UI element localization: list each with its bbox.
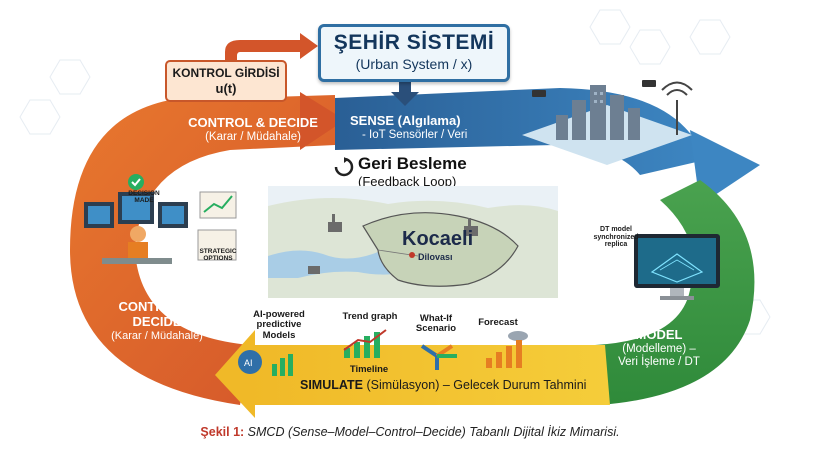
strategic-options-label: STRATEGIC OPTIONS [199, 248, 237, 263]
sim-trend-label: Trend graph [342, 311, 398, 322]
caption-label: Şekil 1: [200, 425, 245, 439]
control-top-subtitle: (Karar / Müdahale) [205, 130, 301, 143]
simulate-label: SIMULATE (Simülasyon) – Gelecek Durum Ta… [300, 378, 586, 392]
ai-brain-icon: AI [238, 350, 293, 376]
whatif-arrows-icon [420, 344, 457, 370]
kocaeli-region [362, 212, 519, 287]
control-input-arrow [225, 33, 318, 60]
model-line3: Veri İşleme / DT [618, 356, 700, 369]
feedback-subtitle: (Feedback Loop) [358, 174, 457, 189]
simulate-description: (Simülasyon) – Gelecek Durum Tahmini [362, 378, 587, 392]
model-line2: (Modelleme) – [622, 342, 696, 355]
sense-label: SENSE (Algılama) - IoT Sensörler / Veri [350, 113, 510, 142]
control-input-box: KONTROL GİRDİSİ u(t) [165, 60, 287, 102]
control-input-subtitle: u(t) [215, 81, 237, 96]
figure-caption: Şekil 1: SMCD (Sense–Model–Control–Decid… [0, 425, 820, 439]
model-title: MODEL [635, 327, 683, 342]
caption-text: SMCD (Sense–Model–Control–Decide) Tabanl… [244, 425, 620, 439]
decision-check-icon [128, 174, 144, 190]
sim-whatif-label: What-If Scenario [415, 313, 457, 335]
dt-replica-label: DT model synchronized replica [593, 226, 639, 249]
trend-graph-icon [343, 329, 387, 358]
control-input-title: KONTROL GİRDİSİ [172, 66, 280, 80]
decision-made-label: DECISION MADE [128, 190, 160, 205]
kocaeli-map [268, 186, 558, 298]
forecast-chart-icon [486, 331, 528, 368]
decision-workstation-illustration [84, 174, 237, 264]
model-label: MODEL (Modelleme) – Veri İşleme / DT [604, 327, 714, 369]
urban-down-arrow [391, 78, 419, 106]
simulate-title: SIMULATE [300, 378, 363, 392]
control-bottom-subtitle: (Karar / Müdahale) [111, 329, 203, 342]
smart-city-illustration [522, 80, 693, 165]
antenna-icon [661, 81, 693, 135]
map-region-label: Kocaeli [402, 228, 474, 250]
map-city-label: Dilovası [418, 252, 453, 262]
control-top-label: CONTROL & DECIDE (Karar / Müdahale) [178, 115, 328, 144]
sim-ai-models-label: AI-powered predictive Models [253, 309, 305, 341]
control-arrow-head [300, 92, 345, 150]
dt-monitor-icon [634, 234, 720, 300]
svg-text:AI: AI [244, 358, 253, 368]
feedback-title: Geri Besleme [358, 154, 467, 173]
urban-system-title: ŞEHİR SİSTEMİ [333, 31, 495, 54]
sense-subtitle: - IoT Sensörler / Veri [362, 128, 468, 141]
control-bottom-title-1: CONTROL & [118, 299, 196, 314]
background-pattern [19, 9, 771, 335]
factory-icons [308, 214, 478, 274]
urban-system-subtitle: (Urban System / x) [355, 56, 473, 72]
urban-system-box: ŞEHİR SİSTEMİ (Urban System / x) [318, 24, 510, 82]
control-top-title: CONTROL & DECIDE [188, 115, 318, 130]
control-bottom-title-2: DECIDE [132, 313, 182, 329]
sense-title: SENSE (Algılama) [350, 113, 461, 128]
camera-icons [532, 80, 656, 97]
refresh-icon [334, 157, 354, 177]
sim-forecast-label: Forecast [478, 317, 518, 328]
sim-timeline-label: Timeline [349, 364, 389, 375]
dilovasi-marker [409, 252, 415, 258]
feedback-loop: Geri Besleme (Feedback Loop) [330, 154, 500, 194]
control-bottom-label: CONTROL & DECIDE (Karar / Müdahale) [102, 299, 212, 343]
control-arc-left [70, 95, 335, 405]
